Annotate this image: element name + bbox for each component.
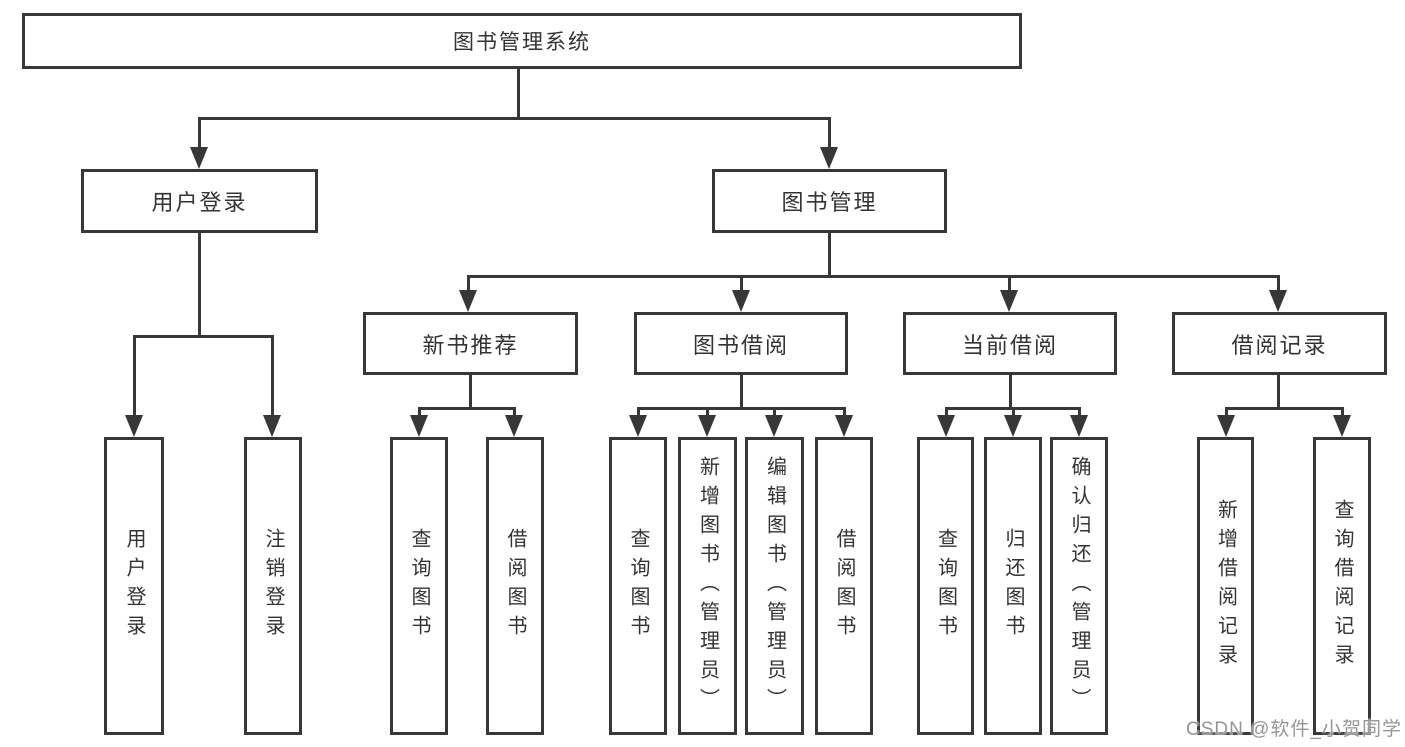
leaf-logout-label: 注销登录 xyxy=(262,528,284,644)
leaf-return-books-label: 归还图书 xyxy=(1002,528,1024,644)
arrowhead xyxy=(629,415,647,437)
connector-vline xyxy=(740,275,743,295)
arrowhead xyxy=(732,290,750,312)
arrowhead xyxy=(410,415,428,437)
leaf-query-books-borrowing: 查询图书 xyxy=(609,437,667,735)
connector-vline xyxy=(1078,407,1081,419)
node-book-management-label: 图书管理 xyxy=(781,190,878,215)
leaf-borrow-books-recommend: 借阅图书 xyxy=(486,437,544,735)
leaf-borrow-books: 借阅图书 xyxy=(815,437,873,735)
leaf-query-books-recommend: 查询图书 xyxy=(390,437,448,735)
connector-vline xyxy=(198,117,201,151)
connector-hline xyxy=(198,117,831,120)
node-library-system: 图书管理系统 xyxy=(22,13,1022,69)
arrowhead xyxy=(820,147,838,169)
connector-vline xyxy=(133,335,136,419)
connector-vline xyxy=(469,375,472,410)
connector-vline xyxy=(706,407,709,419)
connector-vline xyxy=(513,407,516,419)
node-new-book-recommend: 新书推荐 xyxy=(363,312,578,375)
arrowhead xyxy=(190,147,208,169)
node-current-borrowing-label: 当前借阅 xyxy=(961,332,1058,358)
connector-vline xyxy=(418,407,421,419)
leaf-add-borrow-record-label: 新增借阅记录 xyxy=(1214,499,1237,673)
connector-vline xyxy=(271,335,274,419)
leaf-query-books-borrowing-label: 查询图书 xyxy=(627,528,649,644)
leaf-borrow-books-label: 借阅图书 xyxy=(833,528,855,644)
leaf-query-books-current: 查询图书 xyxy=(917,437,974,735)
arrowhead xyxy=(505,415,523,437)
connector-vline xyxy=(843,407,846,419)
node-book-management: 图书管理 xyxy=(712,169,947,233)
connector-vline xyxy=(1225,407,1228,419)
arrowhead xyxy=(459,290,477,312)
arrowhead xyxy=(937,415,955,437)
leaf-query-borrow-record: 查询借阅记录 xyxy=(1313,437,1371,735)
connector-vline xyxy=(1277,275,1280,295)
connector-hline xyxy=(133,335,274,338)
node-borrow-records: 借阅记录 xyxy=(1172,312,1387,375)
leaf-confirm-return-admin: 确认归还（管理员） xyxy=(1050,437,1108,735)
leaf-logout: 注销登录 xyxy=(244,437,302,735)
node-user-login: 用户登录 xyxy=(81,169,318,233)
leaf-query-books-recommend-label: 查询图书 xyxy=(408,528,430,644)
node-new-book-recommend-label: 新书推荐 xyxy=(422,332,519,358)
arrowhead xyxy=(1004,415,1022,437)
leaf-user-login-label: 用户登录 xyxy=(123,528,145,644)
arrowhead xyxy=(698,415,716,437)
node-library-system-label: 图书管理系统 xyxy=(453,31,591,54)
node-user-login-label: 用户登录 xyxy=(151,190,248,215)
leaf-edit-books-admin-label: 编辑图书（管理员） xyxy=(763,455,786,717)
leaf-add-borrow-record: 新增借阅记录 xyxy=(1197,437,1254,735)
arrowhead xyxy=(263,415,281,437)
leaf-borrow-books-recommend-label: 借阅图书 xyxy=(504,528,526,644)
arrowhead xyxy=(1333,415,1351,437)
connector-vline xyxy=(1277,375,1280,410)
connector-vline xyxy=(637,407,640,419)
connector-vline xyxy=(1009,375,1012,410)
connector-vline xyxy=(773,407,776,419)
arrowhead xyxy=(1269,290,1287,312)
leaf-add-books-admin: 新增图书（管理员） xyxy=(678,437,737,735)
arrowhead xyxy=(765,415,783,437)
connector-vline xyxy=(1012,407,1015,419)
connector-hline xyxy=(467,275,1280,278)
arrowhead xyxy=(125,415,143,437)
connector-vline xyxy=(945,407,948,419)
node-book-borrowing-label: 图书借阅 xyxy=(692,332,789,358)
connector-vline xyxy=(740,375,743,410)
connector-vline xyxy=(198,233,201,338)
connector-vline xyxy=(828,233,831,278)
node-book-borrowing: 图书借阅 xyxy=(634,312,848,375)
connector-vline xyxy=(467,275,470,295)
connector-vline xyxy=(1008,275,1011,295)
node-borrow-records-label: 借阅记录 xyxy=(1231,332,1328,358)
connector-hline xyxy=(637,407,845,410)
arrowhead xyxy=(835,415,853,437)
connector-hline xyxy=(418,407,515,410)
arrowhead xyxy=(1070,415,1088,437)
node-current-borrowing: 当前借阅 xyxy=(903,312,1117,375)
csdn-watermark: CSDN @软件_小贺同学 xyxy=(1186,719,1402,740)
leaf-return-books: 归还图书 xyxy=(984,437,1042,735)
connector-hline xyxy=(1225,407,1342,410)
arrowhead xyxy=(1217,415,1235,437)
arrowhead xyxy=(1000,290,1018,312)
connector-vline xyxy=(828,117,831,151)
leaf-query-borrow-record-label: 查询借阅记录 xyxy=(1331,499,1353,673)
connector-vline xyxy=(1341,407,1344,419)
leaf-confirm-return-admin-label: 确认归还（管理员） xyxy=(1068,455,1090,717)
leaf-add-books-admin-label: 新增图书（管理员） xyxy=(696,455,719,717)
connector-vline xyxy=(517,69,520,118)
leaf-user-login: 用户登录 xyxy=(104,437,164,735)
leaf-edit-books-admin: 编辑图书（管理员） xyxy=(745,437,804,735)
leaf-query-books-current-label: 查询图书 xyxy=(934,528,957,644)
